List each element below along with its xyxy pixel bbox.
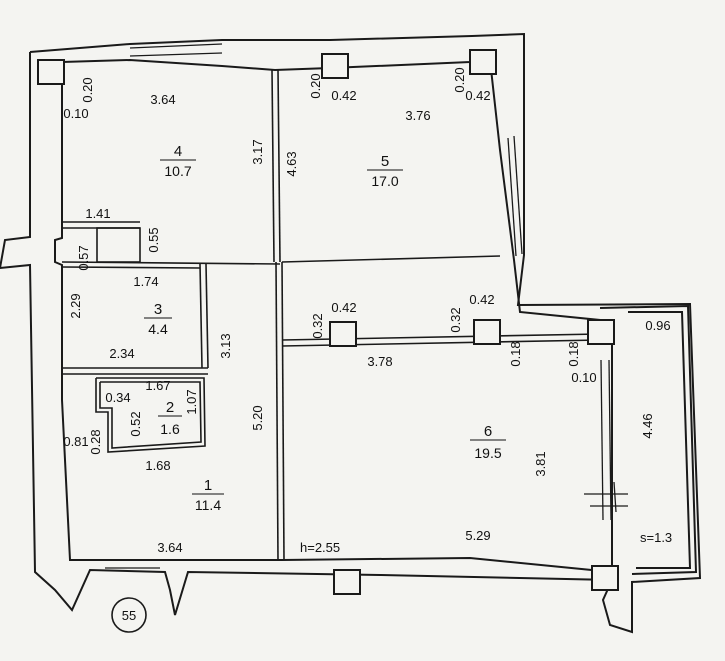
dim-r2-width: 1.67 [145, 378, 170, 393]
wall-r3-top [61, 261, 281, 265]
dim-r5-col-left-a: 0.20 [308, 73, 323, 98]
window-right [507, 135, 523, 257]
room-2-area: 1.6 [160, 421, 180, 437]
room-labels: 4 10.7 5 17.0 3 4.4 2 1.6 1 11.4 6 19.5 [144, 143, 506, 513]
windows [105, 43, 612, 569]
column-top-mid [321, 53, 349, 79]
dim-balcony-width: 0.96 [645, 318, 670, 333]
r2-inner [99, 381, 202, 449]
dim-r6-col-d: 0.42 [469, 292, 494, 307]
column-mid-left [329, 321, 357, 347]
dim-r2-side-b: 0.52 [128, 411, 143, 436]
dim-r6-col-c: 0.32 [448, 307, 463, 332]
window-balcony [600, 359, 612, 521]
wall-r3-right [199, 263, 203, 369]
window-bottom [105, 559, 160, 569]
dim-r4-wall-top: 0.20 [80, 77, 95, 102]
room-4-area: 10.7 [164, 163, 191, 179]
dim-r4-wall-left: 0.10 [63, 106, 88, 121]
balcony-inner-outline [628, 311, 692, 569]
columns [37, 49, 619, 595]
room-6-number: 6 [484, 423, 492, 440]
section-marker-circle [111, 597, 147, 633]
balcony-outline [599, 304, 698, 575]
dim-r3-height: 2.29 [68, 293, 83, 318]
dim-r3-width-bottom: 2.34 [109, 346, 134, 361]
section-marker-label: 55 [122, 608, 136, 623]
room-5-area: 17.0 [371, 173, 398, 189]
r2-outline [95, 377, 206, 453]
column-bottom-mid [333, 569, 361, 595]
dim-r1-width-bottom: 3.64 [157, 540, 182, 555]
dim-r2-height: 1.07 [184, 389, 199, 414]
room-6-area: 19.5 [474, 445, 501, 461]
dim-r1-small-b: 0.28 [88, 429, 103, 454]
dim-wc-width: 1.41 [85, 206, 110, 221]
dim-r6-col-b: 0.42 [331, 300, 356, 315]
dim-r1-width-mid: 1.68 [145, 458, 170, 473]
room-3-area: 4.4 [148, 321, 168, 337]
dim-wc-side: 0.57 [76, 245, 91, 270]
room-5-number: 5 [381, 153, 389, 170]
balcony-area-label: s=1.3 [640, 530, 672, 545]
wall-r4-r5 [271, 69, 275, 263]
room-1-area: 11.4 [195, 497, 221, 513]
column-top-right [469, 49, 497, 75]
dim-r6-wall-a: 0.18 [508, 341, 523, 366]
dim-r4-height: 3.17 [250, 139, 265, 164]
column-mid-right [473, 319, 501, 345]
dim-r5-width: 3.76 [405, 108, 430, 123]
dimension-labels: 3.64 3.17 0.20 0.10 3.76 4.63 0.20 0.42 … [63, 67, 672, 555]
room-1-number: 1 [204, 477, 212, 494]
wall-r1-r6 [275, 261, 279, 561]
dim-r2-side-a: 0.34 [105, 390, 130, 405]
window-top [129, 43, 223, 57]
dim-r3-width-top: 1.74 [133, 274, 158, 289]
column-bottom-right [591, 565, 619, 591]
wall-r1-r6-b [281, 261, 285, 561]
dim-r5-height: 4.63 [284, 151, 299, 176]
dim-r6-height: 3.81 [533, 451, 548, 476]
wall-r3-right-b [205, 263, 209, 369]
dim-balcony-height: 4.46 [640, 413, 655, 438]
interior-partitions [61, 69, 601, 561]
dim-r4-width: 3.64 [150, 92, 175, 107]
dim-r3-side: 3.13 [218, 333, 233, 358]
dim-r6-wall-c: 0.10 [571, 370, 596, 385]
wall-r4-r5-b [277, 69, 281, 263]
room-3-number: 3 [154, 301, 162, 318]
dim-r5-col-right-a: 0.20 [452, 67, 467, 92]
room-2-number: 2 [166, 399, 174, 416]
ceiling-height-label: h=2.55 [300, 540, 340, 555]
room-4-number: 4 [174, 143, 182, 160]
dim-wc-height: 0.55 [146, 227, 161, 252]
dim-r6-wall-b: 0.18 [566, 341, 581, 366]
dim-r5-col-right-b: 0.42 [465, 88, 490, 103]
door-ticks [584, 481, 628, 513]
wall-r3-top-b [61, 266, 201, 269]
dim-r6-width-top: 3.78 [367, 354, 392, 369]
dim-r1-small-a: 0.81 [63, 434, 88, 449]
dim-r1-height: 5.20 [250, 405, 265, 430]
wall-r5-bottom [281, 255, 501, 263]
dim-r6-col-a: 0.32 [310, 313, 325, 338]
dim-r5-col-left-b: 0.42 [331, 88, 356, 103]
column-balcony [587, 319, 615, 345]
dim-r6-width-bottom: 5.29 [465, 528, 490, 543]
column-top-left [37, 59, 65, 85]
